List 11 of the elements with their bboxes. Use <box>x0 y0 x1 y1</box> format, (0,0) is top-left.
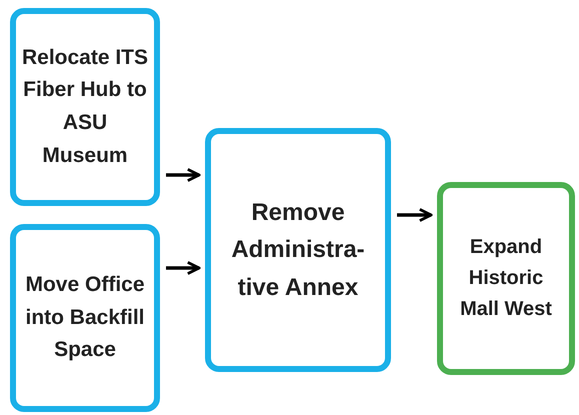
process-box <box>10 8 160 206</box>
box-label: Expand Historic Mall West <box>459 235 553 322</box>
box-label: Move Office into Backfill Space <box>24 272 146 364</box>
box-label: Remove Administra-tive Annex <box>230 198 366 303</box>
arrow <box>166 168 200 182</box>
box-label: Relocate ITS Fiber Hub to ASU Museum <box>20 44 150 169</box>
process-box <box>205 128 391 372</box>
process-box <box>437 182 575 375</box>
arrow <box>166 261 200 275</box>
process-box <box>10 224 160 412</box>
arrow <box>397 208 432 222</box>
